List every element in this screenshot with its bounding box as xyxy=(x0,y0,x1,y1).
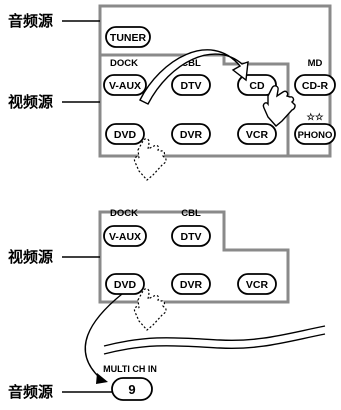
break-symbol xyxy=(104,326,325,346)
audio-source-label-bottom: 音频源 xyxy=(8,383,53,401)
break-symbol-2 xyxy=(104,334,325,354)
vcr-button-label-top: VCR xyxy=(246,129,269,141)
phono-stars: ☆☆ xyxy=(306,112,324,123)
dock-caption-top: DOCK xyxy=(110,58,138,69)
dvr-button-label-bottom: DVR xyxy=(180,279,203,291)
video-source-label-bottom: 视频源 xyxy=(8,248,53,266)
cbl-caption-bottom: CBL xyxy=(181,208,201,219)
dvr-button-label-top: DVR xyxy=(180,129,203,141)
v-aux-button-label-bottom: V-AUX xyxy=(109,231,141,243)
curve-arrow-head xyxy=(96,373,108,384)
multi-ch-in-caption: MULTI CH IN xyxy=(103,364,157,374)
md-caption: MD xyxy=(308,58,323,69)
dvd-button-label-bottom: DVD xyxy=(114,279,137,291)
hand-pointer-ghost-icon-top xyxy=(134,139,166,180)
cd-button-label: CD xyxy=(249,80,265,92)
tuner-button-label: TUNER xyxy=(110,32,147,44)
dtv-button-label-top: DTV xyxy=(181,80,202,92)
audio-source-label-top: 音频源 xyxy=(8,12,53,30)
video-source-label-top: 视频源 xyxy=(8,93,53,111)
cd-r-button-label: CD-R xyxy=(302,80,329,92)
hand-pointer-ghost-icon-bottom xyxy=(134,289,166,330)
phono-button-label: PHONO xyxy=(298,130,333,141)
dvd-button-label-top: DVD xyxy=(114,129,137,141)
dtv-button-label-bottom: DTV xyxy=(181,231,202,243)
multi-ch-in-button-label: 9 xyxy=(128,382,135,397)
v-aux-button-label-top: V-AUX xyxy=(109,80,141,92)
dock-caption-bottom: DOCK xyxy=(110,208,138,219)
vcr-button-label-bottom: VCR xyxy=(246,279,269,291)
